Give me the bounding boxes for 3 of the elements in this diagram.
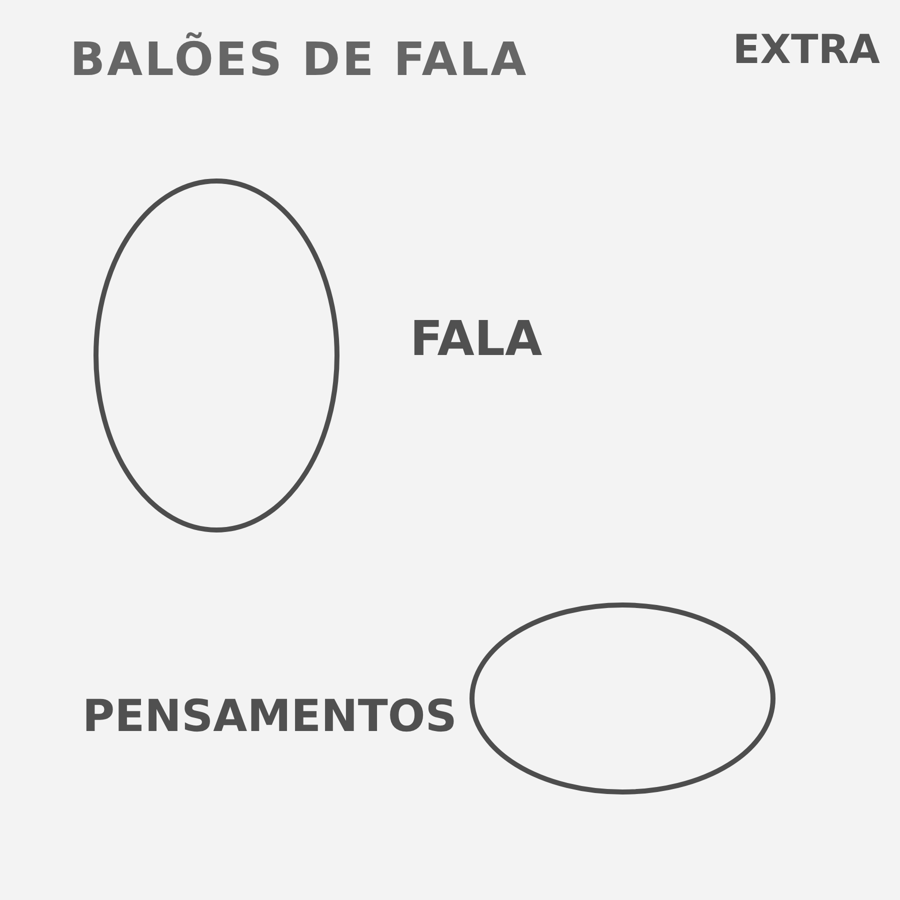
- balloon-caption: FALA: [410, 315, 542, 363]
- corner-label: EXTRA: [732, 30, 880, 70]
- balloon-caption: PENSAMENTOS: [82, 695, 457, 739]
